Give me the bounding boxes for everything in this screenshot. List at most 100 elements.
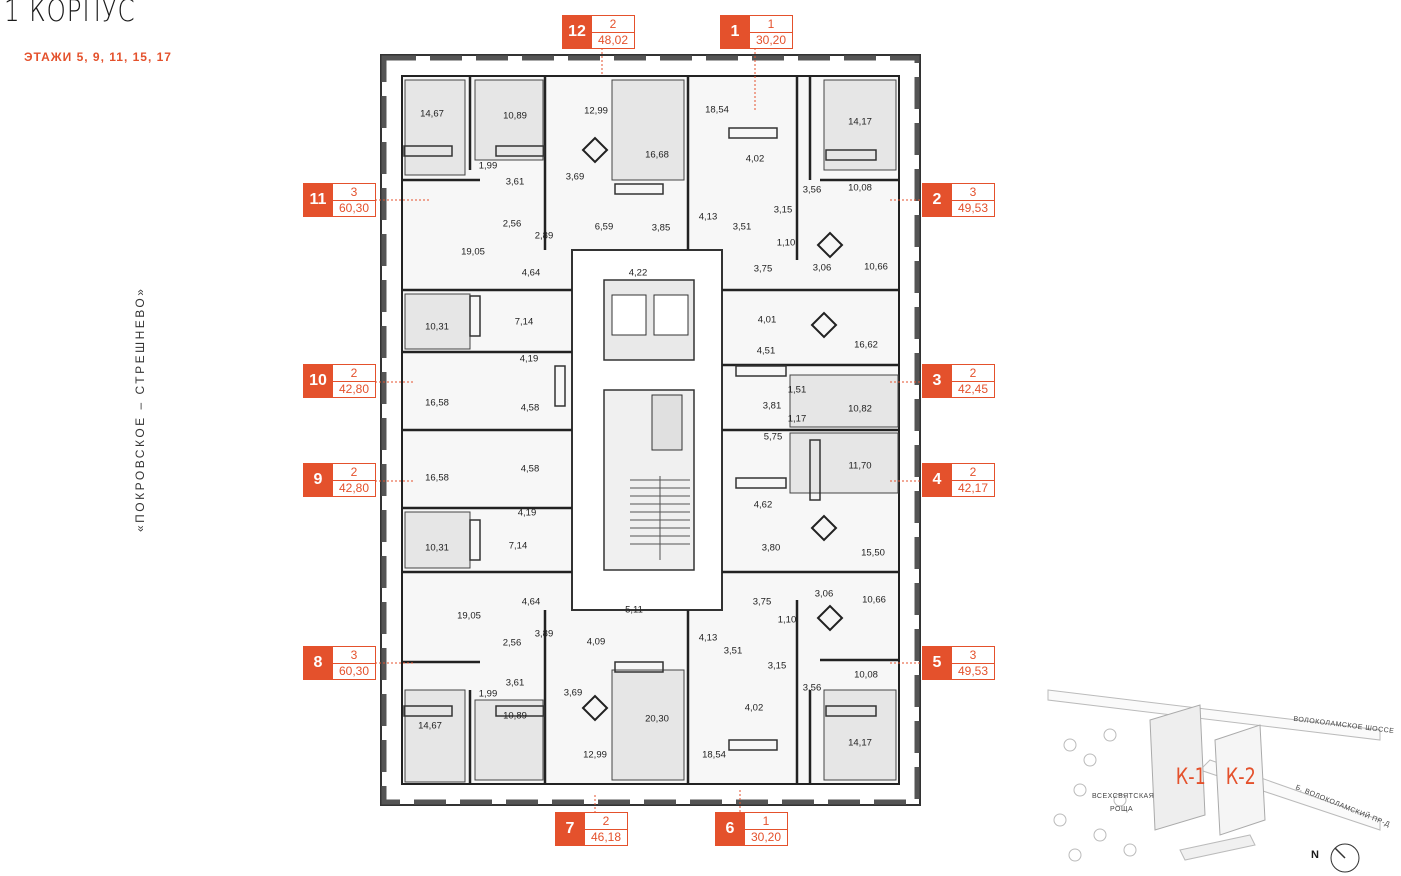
apartment-number: 6 <box>715 812 745 846</box>
room-area-label: 10,89 <box>503 710 527 722</box>
room-area-label: 14,17 <box>848 116 872 128</box>
apartment-area: 42,17 <box>957 480 989 495</box>
apartment-area: 42,80 <box>338 381 370 396</box>
apartment-number: 10 <box>303 364 333 398</box>
apartment-number: 5 <box>922 646 952 680</box>
apartment-number: 1 <box>720 15 750 49</box>
room-area-label: 4,62 <box>753 499 773 511</box>
building-k1-label: К-1 <box>1175 765 1206 790</box>
room-area-label: 3,15 <box>767 660 787 672</box>
apartment-rooms: 3 <box>333 185 375 201</box>
room-area-label: 14,17 <box>848 737 872 749</box>
room-area-label: 12,99 <box>584 105 608 117</box>
room-area-label: 1,51 <box>787 384 807 396</box>
room-area-label: 3,81 <box>762 400 782 412</box>
apartment-number: 4 <box>922 463 952 497</box>
room-area-label: 3,06 <box>812 262 832 274</box>
apartment-area: 30,20 <box>750 829 782 844</box>
room-area-label: 4,22 <box>628 267 648 279</box>
room-area-label: 3,15 <box>773 204 793 216</box>
apartment-area: 48,02 <box>597 32 629 47</box>
apartment-rooms: 1 <box>750 17 792 33</box>
apartment-area: 30,20 <box>755 32 787 47</box>
room-area-label: 16,62 <box>854 339 878 351</box>
room-area-label: 2,56 <box>502 637 522 649</box>
room-area-label: 10,31 <box>425 542 449 554</box>
north-arrow-icon: N <box>1311 849 1319 861</box>
room-area-label: 10,66 <box>862 594 886 606</box>
apartment-area: 60,30 <box>338 663 370 678</box>
room-area-label: 3,75 <box>752 596 772 608</box>
room-area-label: 4,13 <box>698 632 718 644</box>
apartment-area: 42,45 <box>957 381 989 396</box>
apartment-rooms: 3 <box>952 648 994 664</box>
room-area-label: 11,70 <box>848 460 872 472</box>
apartment-rooms: 3 <box>333 648 375 664</box>
room-area-label: 3,56 <box>802 184 822 196</box>
room-area-label: 15,50 <box>861 547 885 559</box>
apartment-number: 12 <box>562 15 592 49</box>
room-area-label: 18,54 <box>702 749 726 761</box>
room-area-label: 4,51 <box>756 345 776 357</box>
apartment-rooms: 2 <box>333 366 375 382</box>
room-area-label: 7,14 <box>508 540 528 552</box>
room-area-label: 3,56 <box>802 682 822 694</box>
apartment-number: 8 <box>303 646 333 680</box>
room-area-label: 10,89 <box>503 110 527 122</box>
room-area-label: 2,89 <box>534 230 554 242</box>
apartment-number: 2 <box>922 183 952 217</box>
room-area-label: 6,59 <box>594 221 614 233</box>
room-area-label: 1,10 <box>776 237 796 249</box>
room-area-label: 4,58 <box>520 402 540 414</box>
room-area-label: 4,02 <box>745 153 765 165</box>
room-area-label: 1,99 <box>478 160 498 172</box>
room-area-label: 3,85 <box>651 222 671 234</box>
room-area-label: 3,61 <box>505 677 525 689</box>
room-area-label: 4,19 <box>519 353 539 365</box>
room-area-label: 3,51 <box>723 645 743 657</box>
apartment-area: 60,30 <box>338 200 370 215</box>
apartment-area: 49,53 <box>957 663 989 678</box>
apartment-rooms: 2 <box>333 465 375 481</box>
building-k2-label: К-2 <box>1225 765 1256 790</box>
room-area-label: 2,56 <box>502 218 522 230</box>
floors-label: ЭТАЖИ 5, 9, 11, 15, 17 <box>24 50 172 64</box>
room-area-label: 3,69 <box>563 687 583 699</box>
room-area-label: 4,09 <box>586 636 606 648</box>
room-area-label: 10,08 <box>854 669 878 681</box>
apartment-number: 7 <box>555 812 585 846</box>
room-area-label: 5,11 <box>625 604 643 616</box>
room-area-label: 19,05 <box>461 246 485 258</box>
site-map <box>1047 689 1381 873</box>
grove-label-2: РОЩА <box>1110 806 1134 813</box>
apartment-number: 3 <box>922 364 952 398</box>
room-area-label: 10,08 <box>848 182 872 194</box>
room-area-label: 3,89 <box>534 628 554 640</box>
room-area-label: 16,58 <box>425 397 449 409</box>
apartment-rooms: 2 <box>592 17 634 33</box>
room-area-label: 3,75 <box>753 263 773 275</box>
room-area-label: 1,17 <box>787 413 807 425</box>
room-area-label: 3,51 <box>732 221 752 233</box>
room-area-label: 14,67 <box>418 720 442 732</box>
room-area-label: 4,64 <box>521 267 541 279</box>
room-area-label: 3,69 <box>565 171 585 183</box>
room-area-label: 4,01 <box>757 314 777 326</box>
room-area-label: 10,31 <box>425 321 449 333</box>
room-area-label: 4,02 <box>744 702 764 714</box>
room-area-label: 5,75 <box>763 431 783 443</box>
room-area-label: 4,64 <box>521 596 541 608</box>
